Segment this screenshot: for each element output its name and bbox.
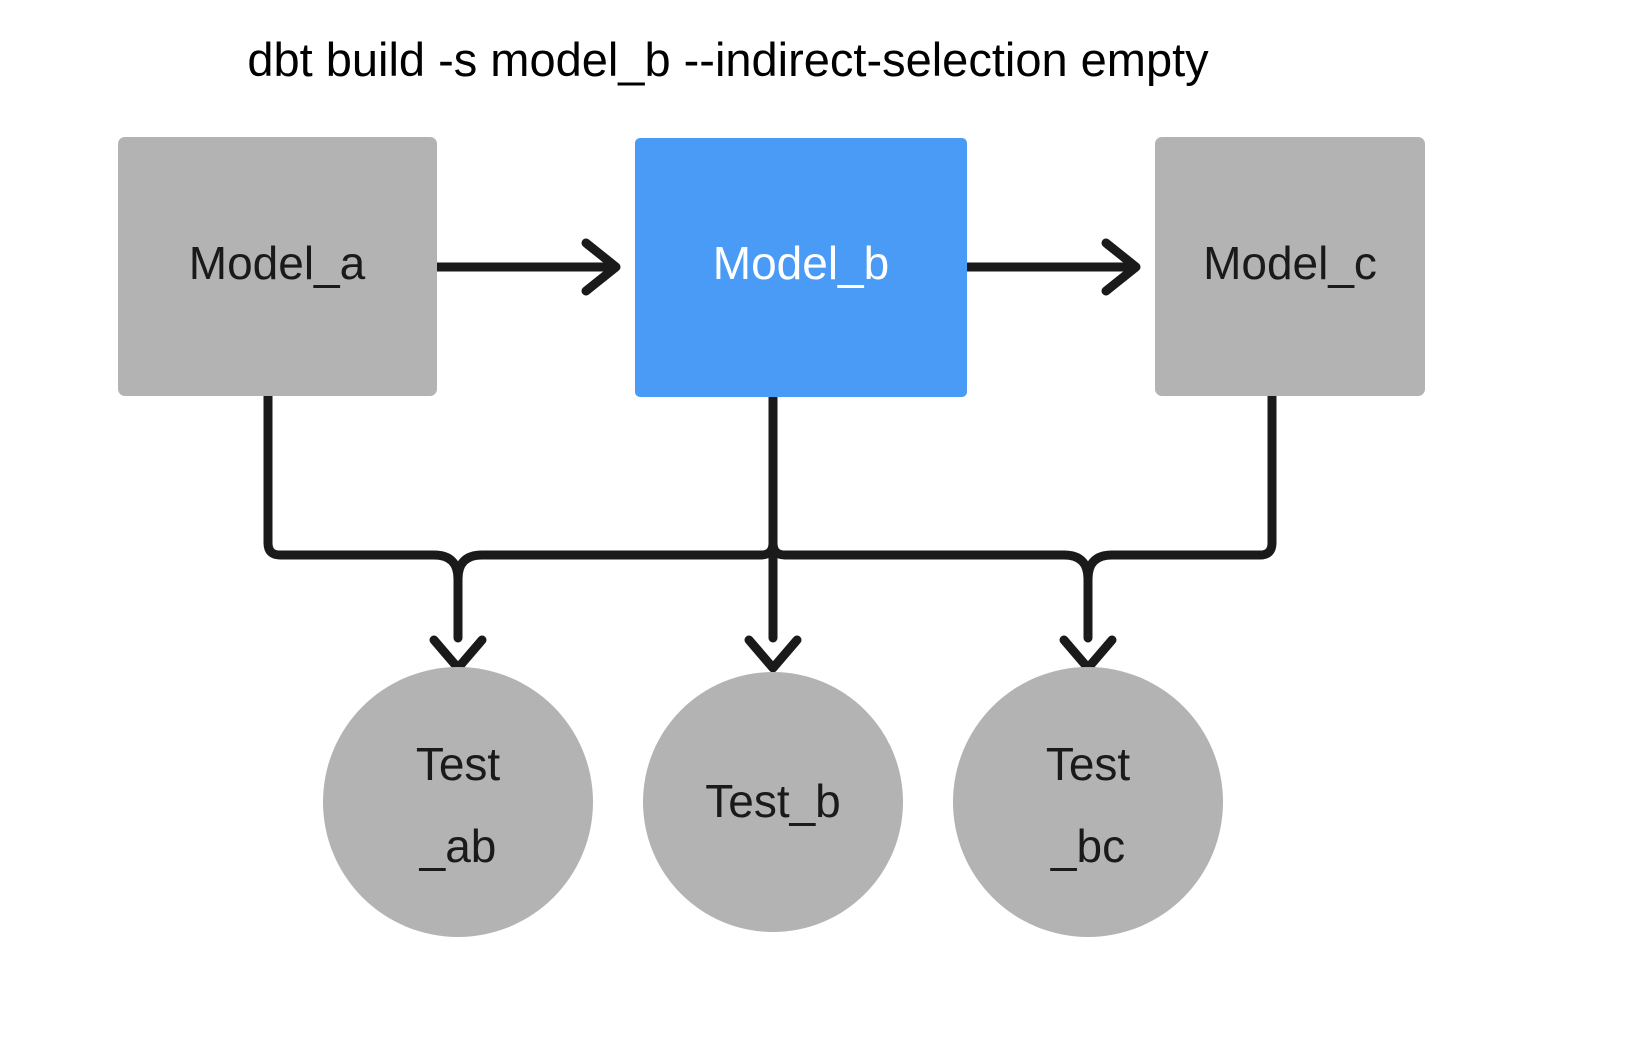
node-model-c-shape[interactable]: [1155, 137, 1425, 396]
node-test-bc-label-line2: _bc: [1050, 820, 1125, 872]
edge-model-b-to-test-bc: [768, 538, 1093, 643]
node-model-a[interactable]: Model_a: [118, 137, 437, 396]
arrowhead-test-bc-in: [1059, 635, 1117, 673]
node-test-ab-label-line1: Test: [416, 738, 501, 790]
test-node-layer: Test _ab Test_b Test _bc: [323, 667, 1223, 937]
node-model-c-label: Model_c: [1203, 237, 1377, 289]
arrowhead-model-c-in: [1101, 238, 1141, 296]
node-test-b[interactable]: Test_b: [643, 672, 903, 932]
node-model-b[interactable]: Model_b: [635, 138, 967, 397]
node-model-b-label: Model_b: [713, 237, 889, 289]
node-test-bc-label-line1: Test: [1046, 738, 1131, 790]
node-test-ab-shape[interactable]: [323, 667, 593, 937]
node-model-b-shape[interactable]: [635, 138, 967, 397]
model-node-layer: Model_a Model_b Model_c: [118, 137, 1425, 397]
edge-model-b-to-test-ab: [453, 392, 778, 584]
arrowhead-test-b-in: [744, 635, 802, 673]
node-model-a-shape[interactable]: [118, 137, 437, 396]
node-test-b-label: Test_b: [705, 775, 841, 827]
node-test-bc[interactable]: Test _bc: [953, 667, 1223, 937]
node-test-b-shape[interactable]: [643, 672, 903, 932]
node-model-c[interactable]: Model_c: [1155, 137, 1425, 396]
node-test-bc-shape[interactable]: [953, 667, 1223, 937]
page-title: dbt build -s model_b --indirect-selectio…: [247, 33, 1209, 86]
arrowhead-model-b-in: [581, 238, 621, 296]
node-model-a-label: Model_a: [189, 237, 366, 289]
arrowhead-test-ab-in: [429, 635, 487, 673]
edge-model-c-to-test-bc: [1083, 391, 1277, 584]
node-test-ab[interactable]: Test _ab: [323, 667, 593, 937]
edge-layer: [263, 238, 1277, 673]
edge-model-a-to-test-ab: [263, 391, 463, 643]
node-test-ab-label-line2: _ab: [419, 820, 497, 872]
